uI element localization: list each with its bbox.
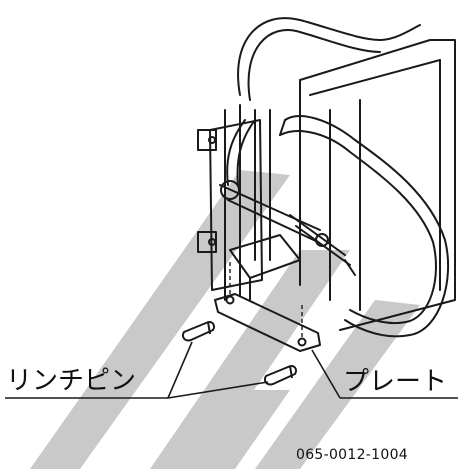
linch-pin-lower-ring <box>289 365 293 379</box>
linch-pin-lower <box>263 365 298 386</box>
linch-pin-upper <box>181 321 216 342</box>
leader-pin-upper <box>167 341 193 399</box>
leader-plate <box>311 349 341 399</box>
plate-icon <box>214 262 321 352</box>
machine-frame <box>197 39 456 331</box>
plate-label: プレート <box>343 367 448 397</box>
linch-pin-label: リンチピン <box>6 366 137 396</box>
leader-lines <box>5 341 458 399</box>
leader-pin-lower <box>167 381 269 399</box>
figure-code: 065-0012-1004 <box>296 447 408 463</box>
stripe-1 <box>150 250 350 469</box>
cylinder <box>219 180 356 276</box>
linch-pin-icon <box>181 321 298 386</box>
stripe-4 <box>195 390 290 469</box>
stripe-3 <box>255 300 420 469</box>
handrail-icon <box>226 17 449 338</box>
linch-pin-upper-ring <box>207 321 211 335</box>
